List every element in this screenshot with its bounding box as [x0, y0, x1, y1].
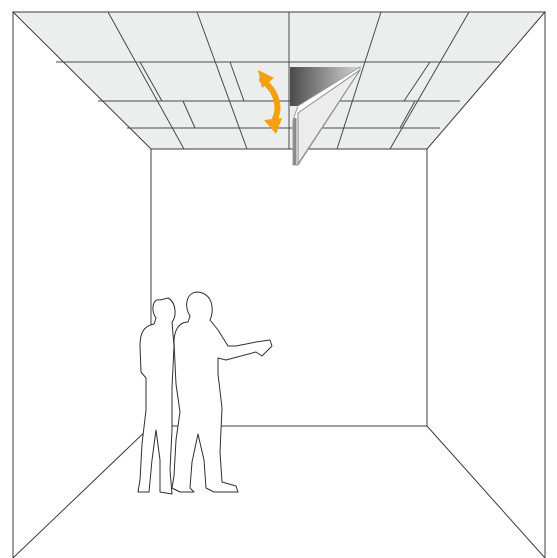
curved-rotation-arrow-icon [258, 70, 282, 134]
tile-edge-a [139, 61, 163, 102]
tile-edge-e [399, 100, 416, 129]
tile-edge-b [229, 61, 245, 102]
tile-edge-d [182, 100, 196, 129]
hinged-panel-face [297, 69, 361, 166]
tile-col-line-4 [336, 11, 382, 150]
tile-col-line-5 [389, 11, 470, 150]
ceiling-grid [11, 11, 547, 150]
tile-col-line-2 [196, 11, 248, 150]
tile-col-line-1 [107, 11, 185, 150]
person-front [171, 291, 273, 493]
ceiling-access-opening [290, 67, 360, 106]
tile-edge-c [403, 61, 431, 102]
right-floor-corner-line [426, 425, 546, 558]
person-back [137, 297, 176, 495]
people-silhouette [137, 291, 273, 495]
left-floor-corner-line [12, 425, 152, 558]
